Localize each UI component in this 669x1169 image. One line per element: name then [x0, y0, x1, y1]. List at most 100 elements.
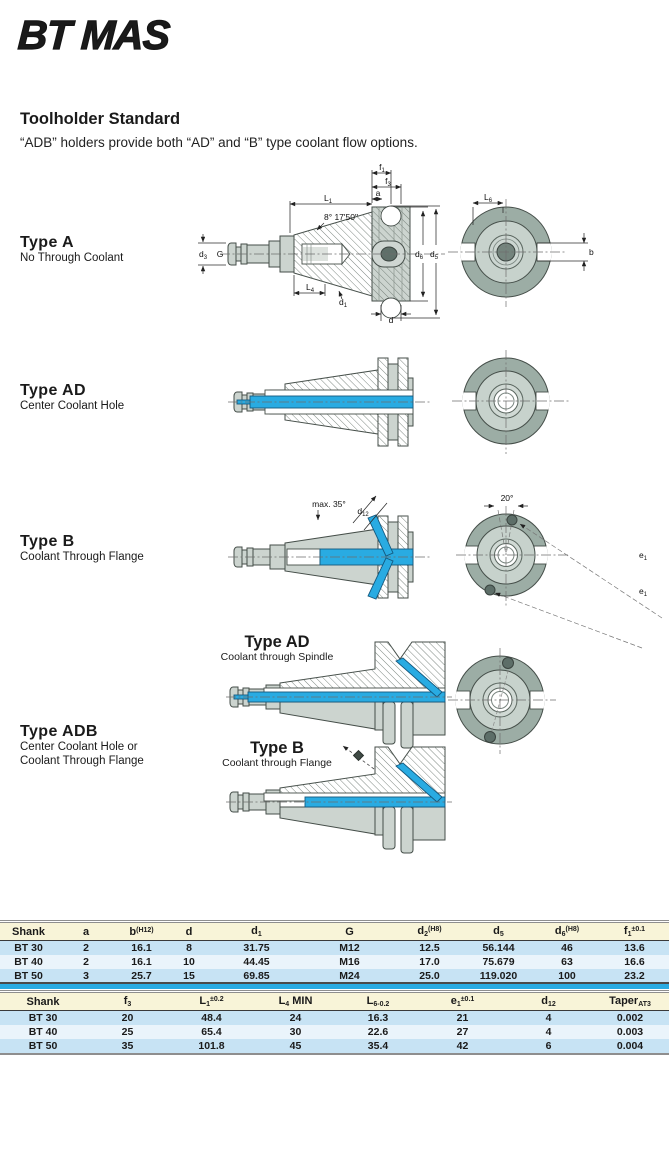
cell: BT 50 — [28, 1040, 58, 1052]
column-header: d — [168, 923, 210, 941]
cell: 35.4 — [367, 1040, 389, 1052]
cell: 16.6 — [624, 956, 645, 968]
adb-variant-caption-b: Coolant through Flange — [222, 757, 332, 769]
cell: 25.0 — [419, 970, 440, 982]
coolant-outlet-top — [502, 657, 514, 669]
cell: 35 — [121, 1040, 134, 1052]
adb-b-side-view — [226, 745, 452, 854]
coolant-outlet-top — [506, 514, 518, 526]
cell: 16.1 — [131, 942, 152, 954]
column-header: TaperAT3 — [591, 993, 669, 1011]
column-header: d5 — [463, 923, 534, 941]
cell: 30 — [289, 1026, 302, 1038]
cell: 16.3 — [367, 1012, 389, 1024]
coolant-outlet-bottom — [484, 731, 496, 743]
cell: 12.5 — [419, 942, 440, 954]
section-label-type-ad: Type AD — [20, 382, 86, 399]
column-header: d12 — [506, 993, 591, 1011]
svg-text:L6: L6 — [484, 192, 493, 204]
cell: 27 — [456, 1026, 469, 1038]
orientation-ball-top — [380, 205, 402, 227]
cell: 75.679 — [482, 956, 515, 968]
cell: 0.003 — [616, 1026, 644, 1038]
cell: 69.85 — [243, 970, 270, 982]
cell: 10 — [183, 956, 195, 968]
column-header: L6-0.2 — [337, 993, 419, 1011]
svg-text:d: d — [389, 315, 394, 325]
cell: 0.002 — [616, 1012, 644, 1024]
coolant-diagonal-channel — [395, 657, 443, 698]
brand-title: BT MAS — [16, 11, 171, 58]
coolant-diagonal-channel — [395, 762, 443, 803]
coolant-flange-channel-top — [367, 514, 394, 557]
cell: 48.4 — [201, 1012, 222, 1024]
adb-variant-caption-ad: Coolant through Spindle — [220, 651, 334, 663]
cell: 4 — [545, 1026, 552, 1038]
coolant-outlet-bottom — [484, 584, 496, 596]
cell: BT 30 — [14, 942, 43, 954]
cell: M16 — [339, 956, 360, 968]
cell: 100 — [558, 970, 576, 982]
column-header: d1 — [210, 923, 303, 941]
cell: 25.7 — [131, 970, 152, 982]
cell: 21 — [456, 1012, 469, 1024]
page-heading: Toolholder Standard — [20, 110, 181, 128]
cell: 31.75 — [243, 942, 270, 954]
svg-text:e1: e1 — [639, 550, 648, 562]
cell: 15 — [183, 970, 195, 982]
column-header: b(H12) — [115, 923, 168, 941]
column-header: f1±0.1 — [600, 923, 669, 941]
cell: 46 — [561, 942, 573, 954]
toolholder-front-view — [452, 350, 570, 454]
toolholder-front-view — [448, 648, 556, 754]
diagram-type-adb — [226, 641, 556, 854]
adb-ad-side-view — [226, 641, 452, 749]
cell: M12 — [339, 942, 360, 954]
toolholder-front-view: 20° e1 e1 — [456, 493, 663, 649]
toolholder-front-view: L6 b — [448, 192, 594, 307]
svg-text:max. 35°: max. 35° — [312, 499, 346, 509]
dimensions: max. 35° d12 — [312, 495, 388, 531]
cell: 4 — [545, 1012, 552, 1024]
column-header: L1±0.2 — [169, 993, 254, 1011]
cell: 17.0 — [419, 956, 440, 968]
section-label-type-b: Type B — [20, 533, 75, 550]
section-sublabel-type-a: No Through Coolant — [20, 252, 124, 264]
svg-text:8° 17'50": 8° 17'50" — [324, 212, 358, 222]
cell: 44.45 — [243, 956, 270, 968]
section-sublabel-type-adb: Center Coolant Hole or Coolant Through F… — [20, 741, 144, 767]
page-subtitle: “ADB” holders provide both “AD” and “B” … — [20, 135, 418, 150]
column-header: Shank — [0, 923, 57, 941]
svg-text:d6: d6 — [415, 249, 424, 261]
cell: BT 40 — [28, 1026, 58, 1038]
cell: 101.8 — [198, 1040, 225, 1052]
section-sublabel-type-b: Coolant Through Flange — [20, 551, 144, 563]
svg-text:a: a — [376, 188, 381, 198]
accent-bar — [0, 982, 669, 989]
svg-text:d1: d1 — [339, 297, 348, 309]
adb-variant-title-ad: Type AD — [244, 633, 310, 651]
svg-text:L4: L4 — [306, 282, 315, 294]
svg-text:f3: f3 — [385, 176, 391, 188]
cell: 56.144 — [482, 942, 515, 954]
column-header: G — [303, 923, 396, 941]
cell: BT 30 — [28, 1012, 58, 1024]
cell: 8 — [186, 942, 192, 954]
cell: 2 — [83, 956, 89, 968]
svg-text:f1: f1 — [379, 163, 385, 174]
diagram-type-b: max. 35° d12 20° e1 — [228, 493, 663, 649]
section-label-type-a: Type A — [20, 234, 74, 251]
column-header: d6(H8) — [534, 923, 600, 941]
svg-text:e1: e1 — [639, 586, 648, 598]
column-header: e1±0.1 — [419, 993, 506, 1011]
cell: BT 50 — [14, 970, 43, 982]
toolholder-side-view — [227, 205, 411, 319]
cell: 22.6 — [367, 1026, 389, 1038]
svg-text:d5: d5 — [430, 249, 439, 261]
column-header: L4 MIN — [254, 993, 337, 1011]
column-header: d2(H8) — [396, 923, 463, 941]
column-header: f3 — [86, 993, 169, 1011]
